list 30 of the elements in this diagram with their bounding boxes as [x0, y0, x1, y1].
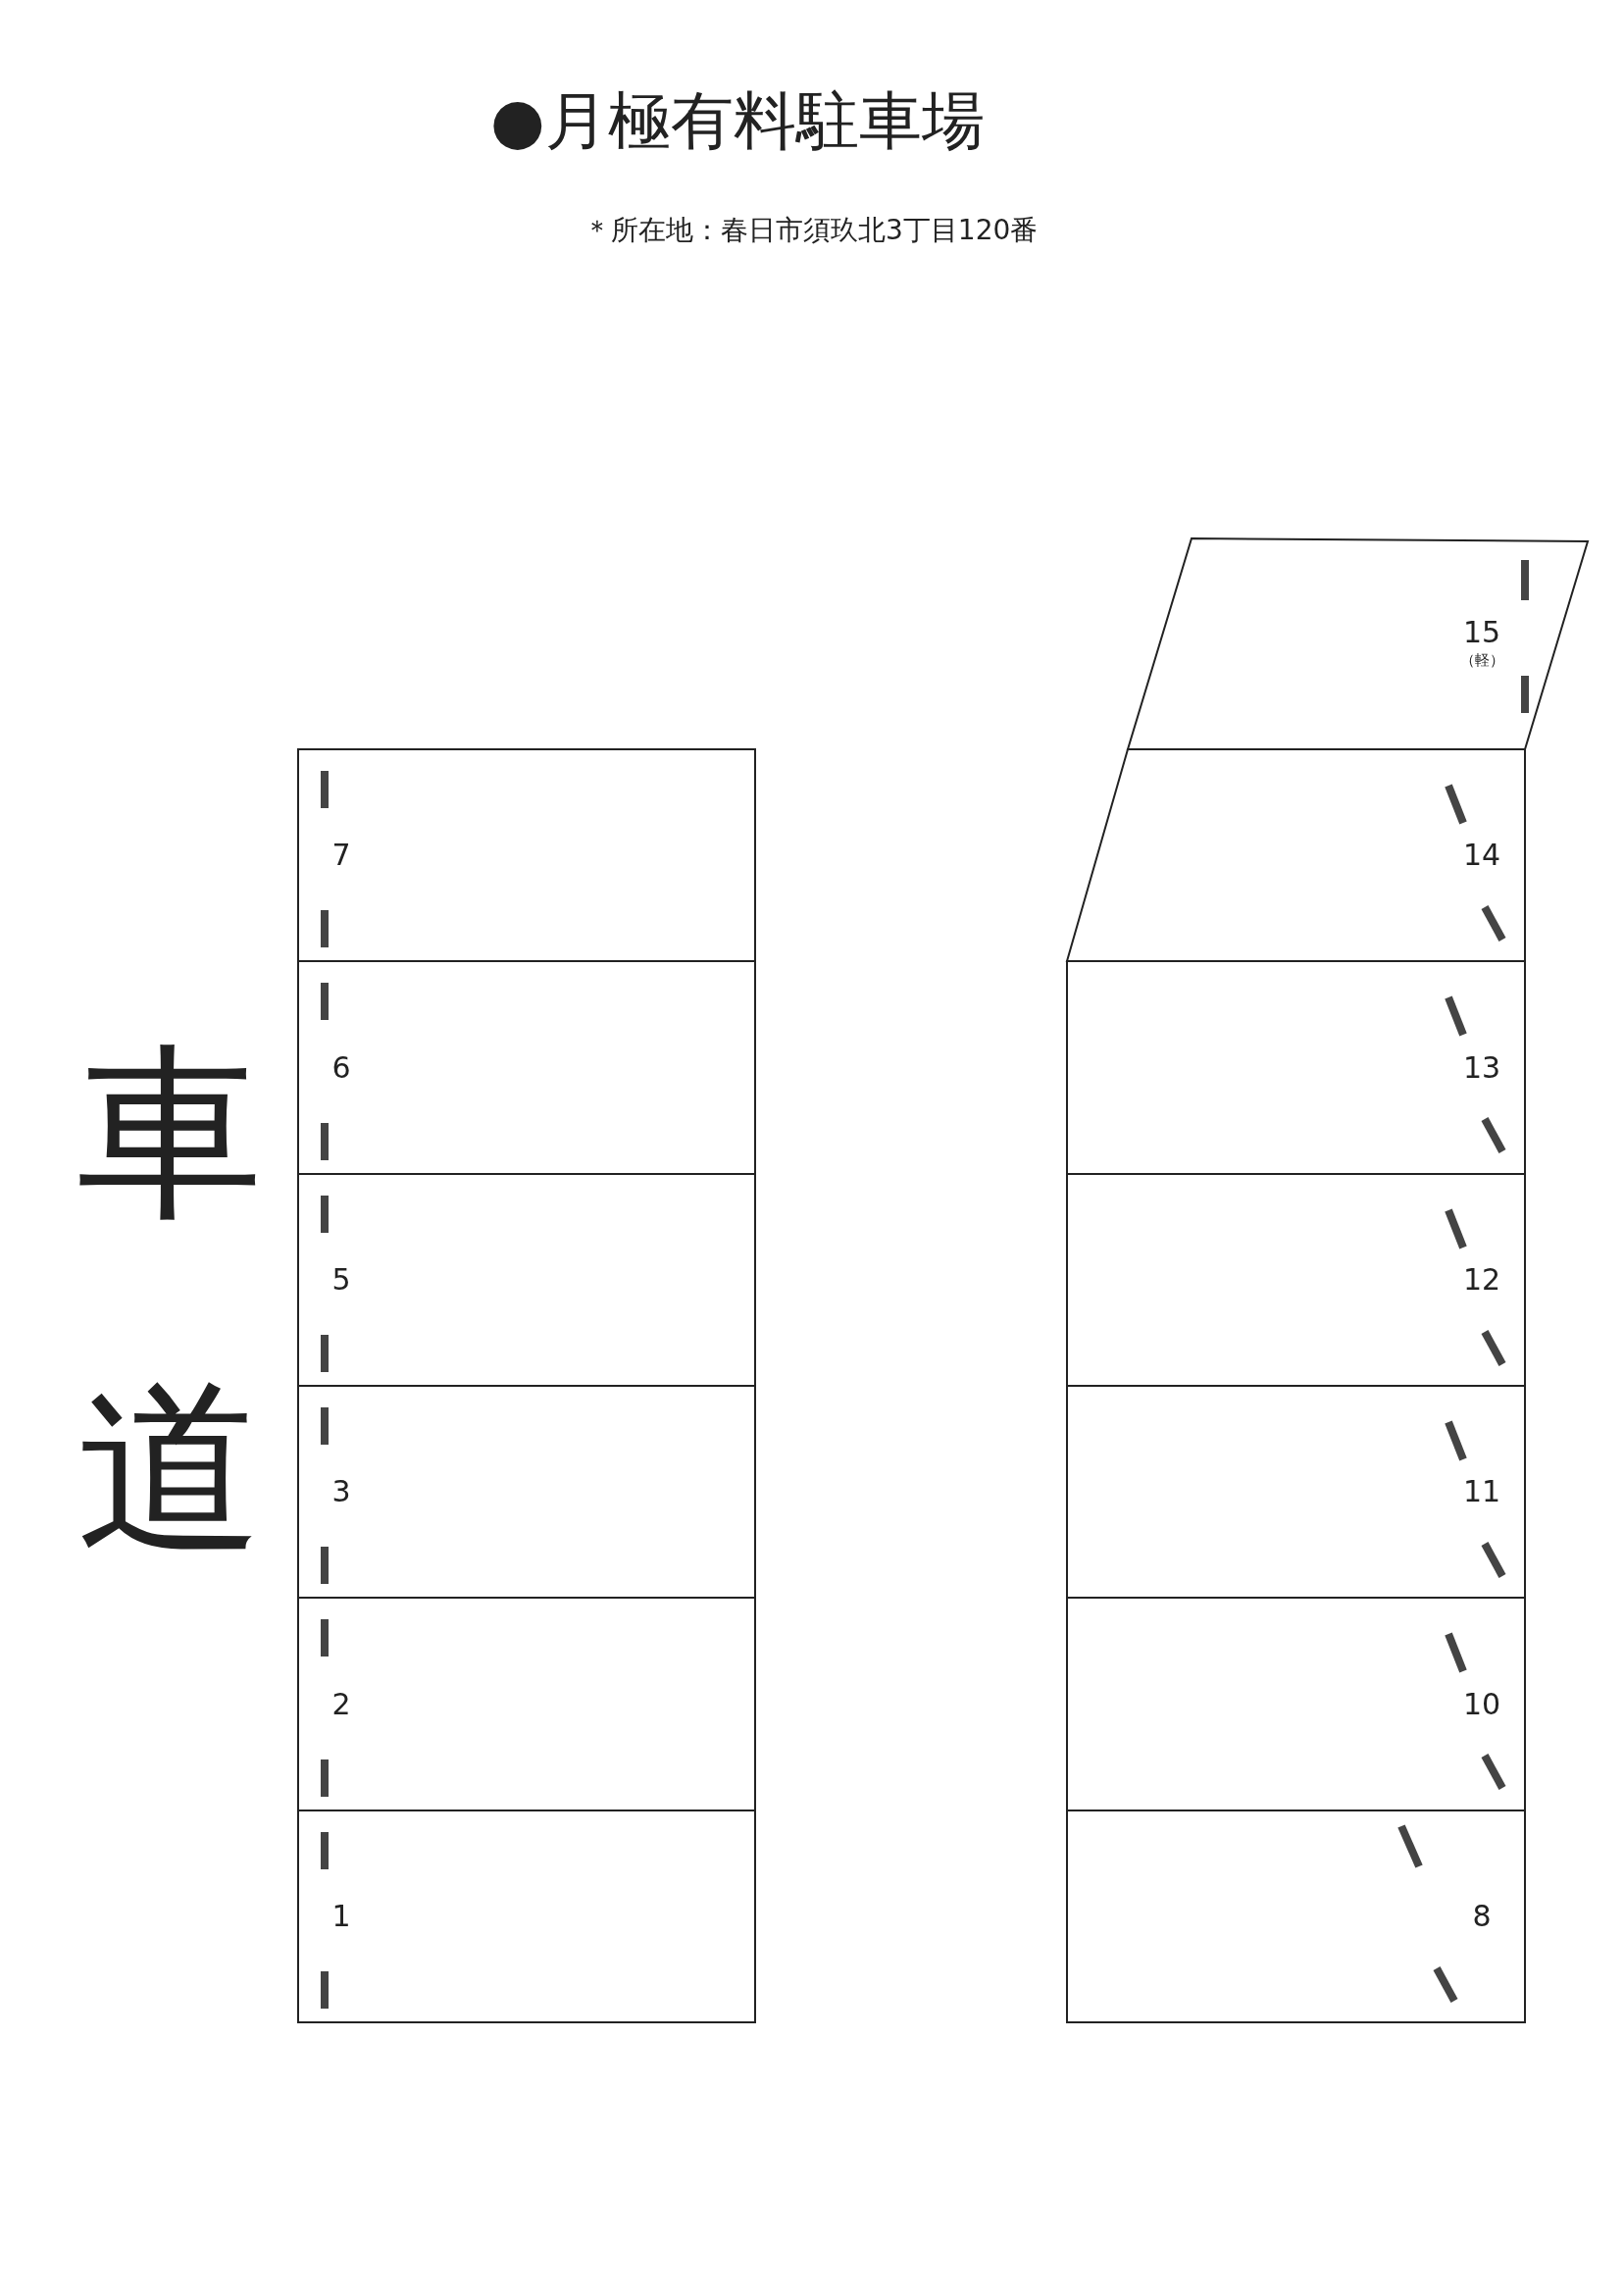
space-number: 3 — [331, 1477, 351, 1506]
space-number: 7 — [331, 841, 351, 870]
parking-space — [298, 1598, 755, 1810]
address-note: ＊所在地：春日市須玖北3丁目120番 — [584, 213, 1039, 248]
space-number: 14 — [1462, 841, 1501, 870]
parking-space — [298, 1810, 755, 2022]
parking-space — [1067, 1810, 1525, 2022]
road-label: 車道 — [76, 1024, 263, 1579]
parking-space — [1128, 538, 1588, 749]
parking-space — [298, 1174, 755, 1386]
parking-space — [298, 961, 755, 1174]
space-number: 10 — [1462, 1689, 1501, 1719]
parking-space — [1067, 749, 1525, 961]
space-note: （軽） — [1459, 652, 1504, 668]
space-number: 1 — [331, 1902, 351, 1931]
parking-space — [298, 1386, 755, 1598]
space-number: 15 — [1462, 618, 1501, 647]
space-number: 6 — [331, 1052, 351, 1083]
space-number: 11 — [1462, 1477, 1501, 1506]
title: ●月極有料駐車場 — [490, 86, 985, 156]
parking-space — [298, 749, 755, 961]
space-number: 2 — [331, 1689, 351, 1719]
space-number: 5 — [331, 1265, 351, 1295]
parking-space — [1067, 1598, 1525, 1810]
space-number: 12 — [1462, 1265, 1501, 1295]
space-number: 13 — [1462, 1052, 1501, 1083]
parking-space — [1067, 961, 1525, 1174]
space-number: 8 — [1472, 1902, 1492, 1931]
parking-space — [1067, 1386, 1525, 1598]
parking-space — [1067, 1174, 1525, 1386]
